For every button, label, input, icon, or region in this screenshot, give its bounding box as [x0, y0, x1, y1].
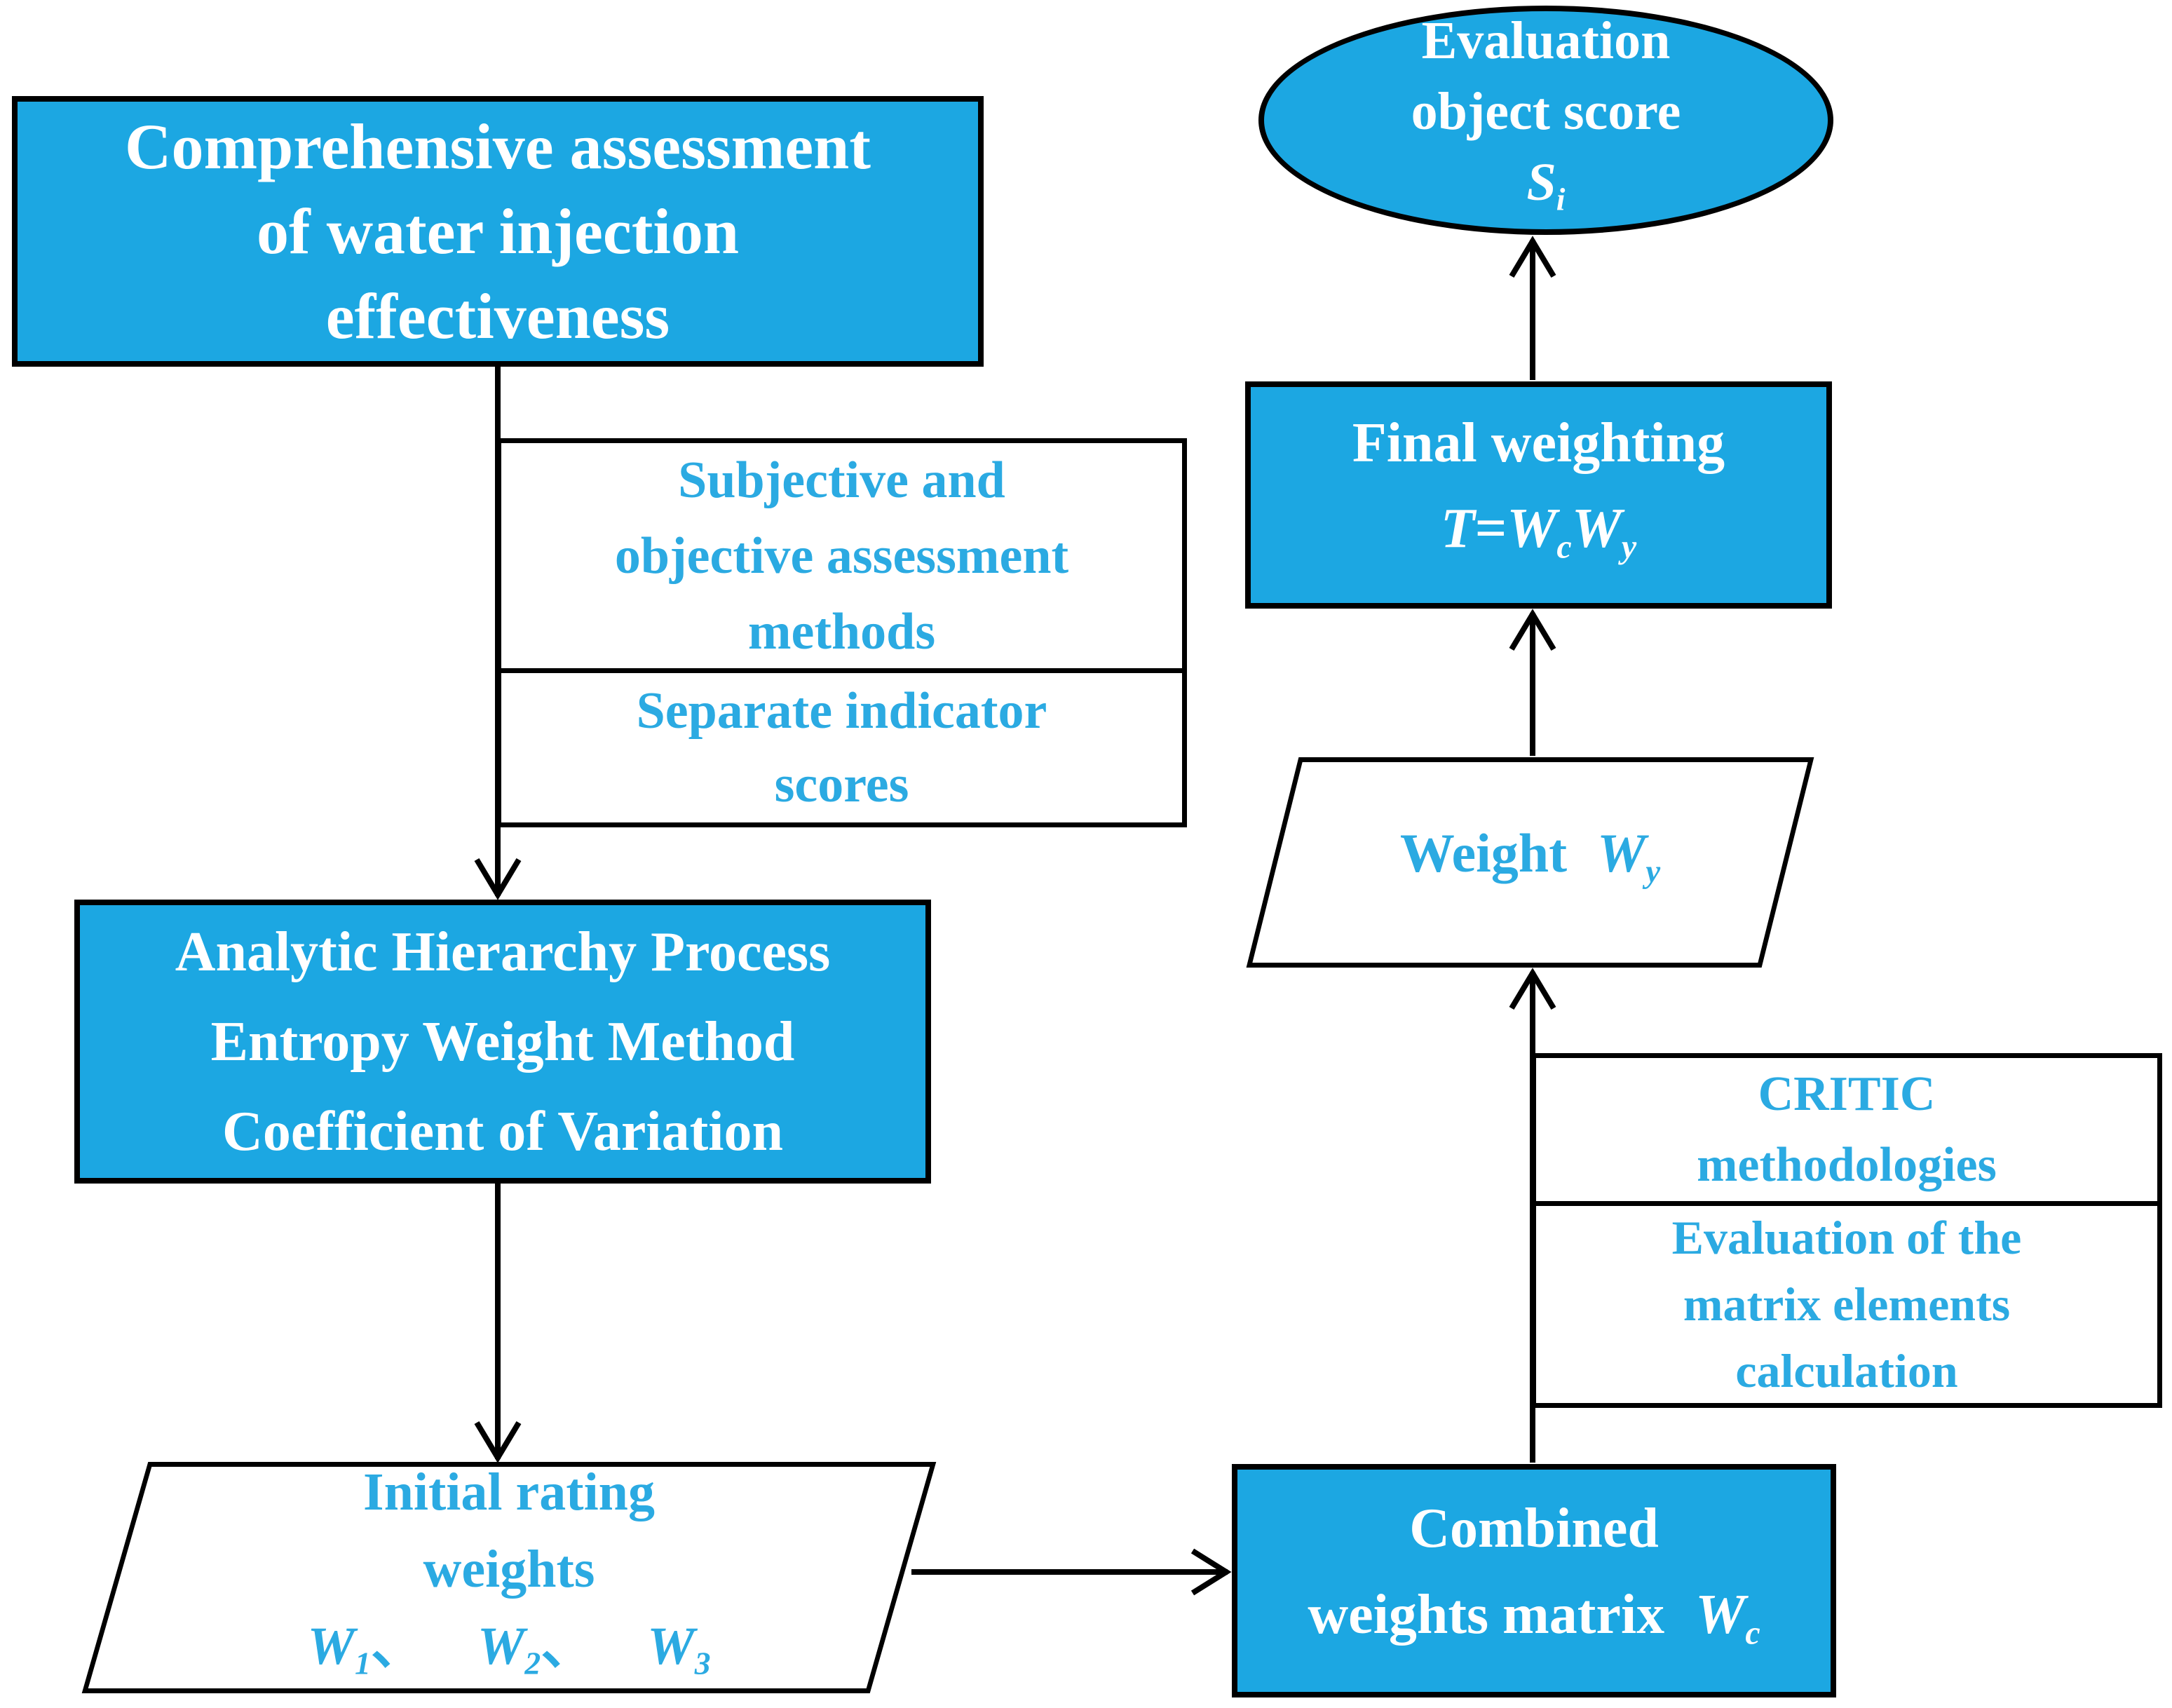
node-text-line: matrix elements	[1683, 1277, 2011, 1331]
node-assessment-methods: Subjective and objective assessment meth…	[496, 438, 1187, 673]
node-text-line: methods	[747, 602, 936, 660]
node-text-line: of water injection	[256, 195, 740, 267]
node-text-line: Analytic Hierarchy Process	[175, 921, 831, 983]
node-weighting-methods: Analytic Hierarchy Process Entropy Weigh…	[74, 900, 931, 1184]
node-text-line: Subjective and	[678, 451, 1005, 509]
node-comprehensive-assessment: Comprehensive assessment of water inject…	[12, 96, 984, 367]
arrow-final-to-score	[1509, 236, 1556, 380]
node-text-line: calculation	[1735, 1344, 1958, 1397]
node-text-line: methodologies	[1697, 1138, 1997, 1192]
node-text-line: Comprehensive assessment	[125, 110, 871, 182]
node-critic-methodologies: CRITIC methodologies	[1531, 1053, 2162, 1206]
final-weighting-formula: T=WcWy	[1440, 497, 1637, 566]
node-text-line: objective assessment	[614, 527, 1069, 585]
node-text-line: Initial rating	[363, 1462, 655, 1521]
node-text-line: CRITIC	[1758, 1067, 1936, 1121]
weights-formula: W1、W2、W3	[307, 1616, 711, 1681]
node-text-line: weights	[423, 1539, 595, 1599]
node-text-line: scores	[774, 755, 909, 813]
arrow-weight-wy-to-final	[1509, 609, 1556, 756]
node-text-line: Combined	[1409, 1497, 1659, 1559]
node-text-line: Separate indicator	[636, 682, 1047, 740]
node-evaluation-object-score: Evaluation object score Si	[1258, 6, 1833, 235]
node-text-line: Evaluation	[1421, 11, 1671, 71]
arrow-ahp-to-initial-weights	[474, 1182, 522, 1463]
node-text-line: Evaluation of the	[1671, 1211, 2022, 1264]
score-symbol: Si	[1526, 153, 1566, 217]
node-text-line: Coefficient of Variation	[222, 1100, 783, 1163]
node-text-line: Final weighting	[1352, 412, 1725, 474]
node-text-line: object score	[1411, 82, 1681, 142]
node-matrix-elements-calculation: Evaluation of the matrix elements calcul…	[1531, 1201, 2162, 1408]
node-final-weighting: Final weighting T=WcWy	[1245, 381, 1832, 609]
node-initial-rating-weights: Initial rating weights W1、W2、W3	[81, 1462, 937, 1693]
node-separate-indicator-scores: Separate indicator scores	[496, 668, 1187, 827]
node-text-line: effectiveness	[325, 280, 670, 352]
arrow-initial-weights-to-combined	[911, 1548, 1232, 1596]
node-text-line: Entropy Weight Method	[210, 1010, 795, 1073]
